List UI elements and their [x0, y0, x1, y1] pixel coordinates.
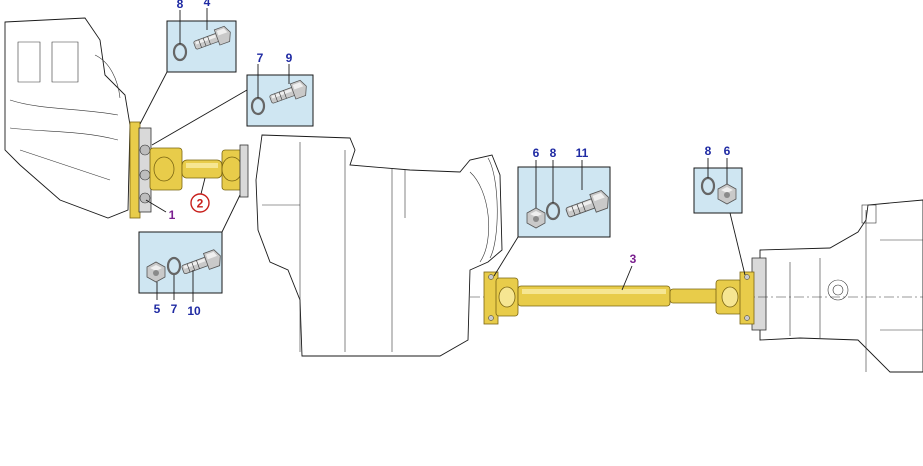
callout-11: 11 — [576, 146, 589, 160]
callout-8-center: 8 — [550, 146, 557, 160]
callout-group-1: 1 — [145, 199, 176, 222]
callout-group-2: 2 — [190, 177, 210, 213]
callout-4: 4 — [204, 0, 211, 9]
gearbox-housing — [255, 134, 503, 357]
callout-3: 3 — [630, 252, 637, 266]
callout-8-right: 8 — [705, 144, 712, 158]
callout-9: 9 — [286, 51, 293, 65]
detail-box-washer-nut-right: 8 6 — [693, 144, 746, 276]
callout-2-circle — [190, 193, 210, 213]
detail-box-nut-washer-bolt-center: 6 8 11 — [493, 146, 613, 277]
engine-housing — [4, 17, 131, 219]
callout-2: 2 — [197, 197, 204, 211]
callout-5: 5 — [154, 302, 161, 316]
callout-6-center: 6 — [533, 146, 540, 160]
detail-box-washer-bolt-middle: 7 9 — [151, 51, 314, 146]
long-cardan-shaft — [483, 271, 755, 325]
detail-box-washer-bolt-upper: 8 4 — [139, 0, 237, 125]
callout-10: 10 — [187, 304, 201, 318]
callout-7-upper: 7 — [257, 51, 264, 65]
short-cardan-shaft — [149, 144, 249, 198]
axle-housing — [751, 199, 923, 373]
detail-box-nut-washer-bolt: 5 7 10 — [138, 194, 241, 318]
callout-group-3: 3 — [621, 252, 637, 291]
callout-1: 1 — [169, 208, 176, 222]
callout-6-right: 6 — [724, 144, 731, 158]
callout-8-upper-left: 8 — [177, 0, 184, 11]
engine-flange — [129, 121, 152, 219]
callout-7-lower: 7 — [171, 302, 178, 316]
